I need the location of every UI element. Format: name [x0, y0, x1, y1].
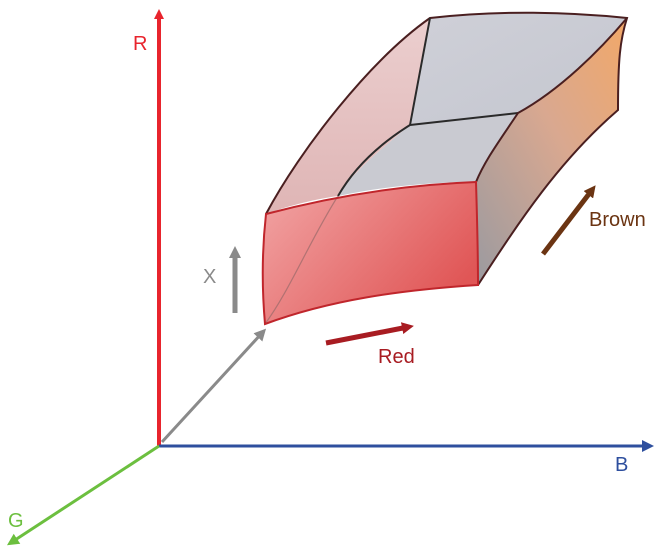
curved-solid: [261, 11, 629, 326]
x-label: X: [203, 266, 216, 288]
brown-arrow: [541, 185, 596, 256]
g-axis: [6, 444, 160, 546]
brown-label: Brown: [589, 209, 646, 231]
solid-edge-right-inner: [475, 17, 628, 183]
solid-outline-outer: [265, 11, 629, 286]
solid-front-outline: [261, 180, 480, 326]
solid-edge-top-split: [409, 17, 431, 126]
g-axis-label: G: [8, 510, 24, 532]
solid-right-face: [476, 18, 627, 285]
red-label: Red: [378, 346, 415, 368]
r-axis-label: R: [133, 33, 147, 55]
b-axis-label: B: [615, 454, 628, 476]
solid-left-face: [266, 18, 430, 214]
solid-edge-faint: [264, 195, 339, 325]
solid-edge-top-back: [409, 112, 519, 126]
red-arrow: [325, 322, 414, 346]
solid-top-face: [410, 12, 627, 126]
origin-to-solid-arrow: [160, 328, 267, 444]
solid-inner-face: [338, 113, 518, 196]
solid-edge-top-inner: [337, 124, 411, 197]
